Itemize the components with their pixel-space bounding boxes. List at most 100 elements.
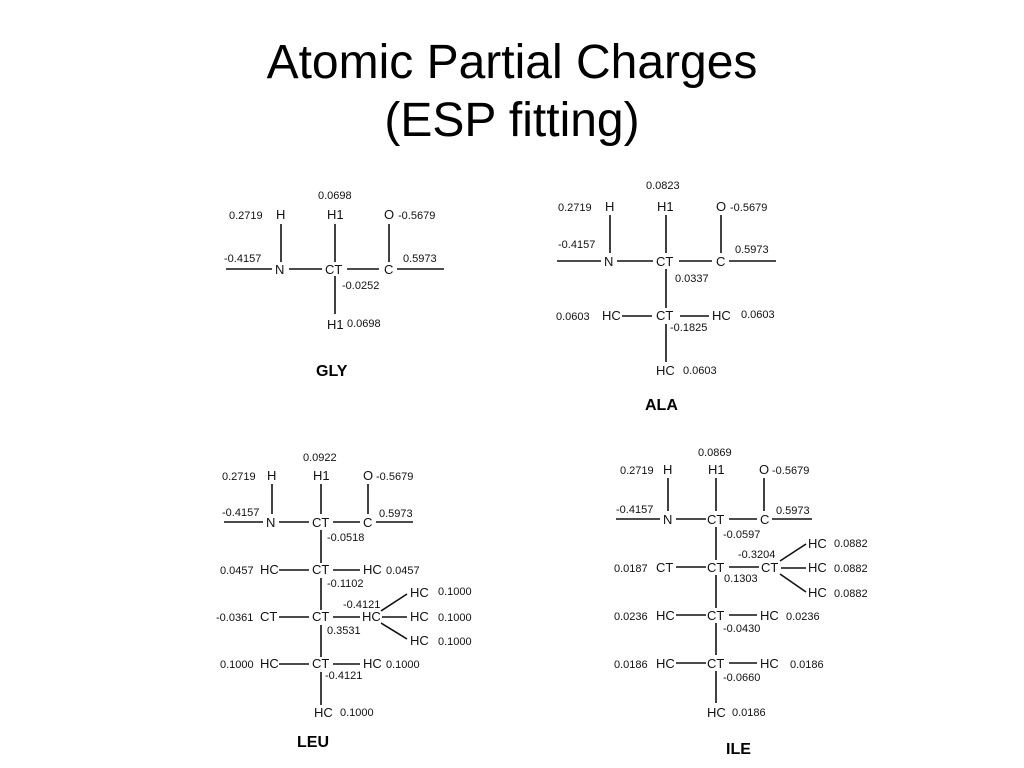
charge-leu-hc-d1: 0.1000 [438, 586, 472, 598]
charge-gly-h1-top: 0.0698 [318, 190, 352, 202]
residue-name-leu: LEU [297, 734, 329, 751]
charge-leu-ct-alpha: -0.0518 [327, 532, 364, 544]
atom-ala-n: N [604, 254, 613, 269]
charge-gly-n: -0.4157 [224, 253, 261, 265]
charge-leu-hc-b-right: 0.0457 [386, 565, 420, 577]
atom-leu-hc-e-left: HC [260, 656, 279, 671]
charge-leu-hc-d3: 0.1000 [438, 636, 472, 648]
charge-gly-ct: -0.0252 [342, 280, 379, 292]
atom-ile-ct-alpha: CT [707, 512, 724, 527]
atom-ala-hc-bottom: HC [656, 363, 675, 378]
atom-leu-ct-delta2: CT [312, 656, 329, 671]
charge-ala-c: 0.5973 [735, 244, 769, 256]
atom-leu-hc-d1: HC [410, 585, 429, 600]
bonds-ala [557, 215, 776, 362]
charge-ala-h: 0.2719 [558, 202, 592, 214]
atom-ile-hc-bottom: HC [707, 705, 726, 720]
title-line-2: (ESP fitting) [384, 94, 640, 147]
atom-leu-hc-b-right: HC [363, 562, 382, 577]
atom-leu-ct-beta: CT [312, 562, 329, 577]
charge-ala-hc-left: 0.0603 [556, 311, 590, 323]
atom-ile-hc-g1-right: HC [760, 608, 779, 623]
charge-ile-hc-g1-left: 0.0236 [614, 611, 648, 623]
charge-leu-ct-delta2: -0.4121 [325, 670, 362, 682]
atom-ile-h: H [663, 462, 672, 477]
atom-gly-h1-bottom: H1 [327, 317, 344, 332]
atom-ile-o: O [759, 462, 769, 477]
charge-ala-n: -0.4157 [558, 239, 595, 251]
atom-ala-hc-left: HC [602, 308, 621, 323]
atom-ile-hc-d-right: HC [760, 656, 779, 671]
charge-ile-hc-g2b: 0.0882 [834, 563, 868, 575]
charge-leu-ct-delta: -0.4121 [343, 599, 380, 611]
charge-ile-ct-alpha: -0.0597 [723, 529, 760, 541]
charge-gly-c: 0.5973 [403, 253, 437, 265]
atom-ala-h1: H1 [657, 199, 674, 214]
charge-ala-ct-alpha: 0.0337 [675, 273, 709, 285]
atom-leu-c: C [363, 515, 372, 530]
atom-ala-ct-beta: CT [656, 308, 673, 323]
atom-gly-c: C [384, 262, 393, 277]
atom-ile-ct-beta: CT [707, 560, 724, 575]
atom-ala-hc-right: HC [712, 308, 731, 323]
panel-gly: H H1 O N CT C H1 0.0698 0.2719 -0.5679 -… [224, 190, 444, 380]
residue-name-ile: ILE [726, 741, 751, 758]
charge-leu-n: -0.4157 [222, 507, 259, 519]
charge-leu-o: -0.5679 [376, 471, 413, 483]
charge-leu-hc-e-left: 0.1000 [220, 659, 254, 671]
atom-leu-hc-e-right: HC [363, 656, 382, 671]
atom-leu-h1: H1 [313, 468, 330, 483]
atom-gly-o: O [384, 207, 394, 222]
residue-name-gly: GLY [316, 363, 348, 380]
charge-ile-hc-d-left: 0.0186 [614, 659, 648, 671]
charge-leu-ct-gamma: 0.3531 [327, 625, 361, 637]
atom-leu-ct-gamma: CT [312, 609, 329, 624]
atom-ala-c: C [716, 254, 725, 269]
charge-ile-o: -0.5679 [772, 465, 809, 477]
charge-ile-hc-g2a: 0.0882 [834, 538, 868, 550]
bonds-gly [226, 224, 444, 314]
atom-gly-ct: CT [325, 262, 342, 277]
charge-ile-c: 0.5973 [776, 505, 810, 517]
charge-ile-hc-g1-right: 0.0236 [786, 611, 820, 623]
atom-ile-hc-b: CT [656, 560, 673, 575]
bonds-leu [224, 484, 413, 705]
atom-ile-hc-g2c: HC [808, 585, 827, 600]
charge-gly-o: -0.5679 [398, 210, 435, 222]
charge-ile-ct-gamma1: -0.0430 [723, 623, 760, 635]
atom-leu-ct-alpha: CT [312, 515, 329, 530]
charge-ile-n: -0.4157 [616, 504, 653, 516]
atom-ala-ct-alpha: CT [656, 254, 673, 269]
atom-leu-hc-g: CT [260, 609, 277, 624]
atom-ile-c: C [760, 512, 769, 527]
atom-ile-hc-g2a: HC [808, 536, 827, 551]
atom-ala-o: O [716, 199, 726, 214]
atom-leu-hc-d2: HC [410, 609, 429, 624]
charge-ile-ct-beta: 0.1303 [724, 573, 758, 585]
charge-ile-hc-bottom: 0.0186 [732, 707, 766, 719]
charge-ala-h1: 0.0823 [646, 180, 680, 192]
charge-leu-hc-e-right: 0.1000 [386, 659, 420, 671]
charge-ala-hc-right: 0.0603 [741, 309, 775, 321]
charge-ile-ct-delta: -0.0660 [723, 672, 760, 684]
charge-leu-hc-bottom: 0.1000 [340, 707, 374, 719]
charge-leu-hc-b-left: 0.0457 [220, 565, 254, 577]
atom-gly-n: N [275, 262, 284, 277]
atom-ile-ct-delta: CT [707, 656, 724, 671]
charge-ala-hc-bottom: 0.0603 [683, 365, 717, 377]
charge-ile-h: 0.2719 [620, 465, 654, 477]
charge-ala-o: -0.5679 [730, 202, 767, 214]
atom-ile-ct-gamma2: CT [761, 560, 778, 575]
charge-ile-ct-gamma2: -0.3204 [738, 549, 775, 561]
charge-leu-h1: 0.0922 [303, 452, 337, 464]
residue-name-ala: ALA [645, 397, 678, 414]
atom-leu-ct-delta1: HC [362, 609, 381, 624]
atom-ile-ct-gamma1: CT [707, 608, 724, 623]
panel-ile: 0.0869 0.2719 H H1 O -0.5679 -0.4157 0.5… [614, 447, 868, 758]
atom-ile-n: N [663, 512, 672, 527]
charge-leu-hc-d2: 0.1000 [438, 612, 472, 624]
charge-gly-h1-bottom: 0.0698 [347, 318, 381, 330]
charge-leu-c: 0.5973 [379, 508, 413, 520]
atom-leu-hc-b-left: HC [260, 562, 279, 577]
atom-ile-h1: H1 [708, 462, 725, 477]
